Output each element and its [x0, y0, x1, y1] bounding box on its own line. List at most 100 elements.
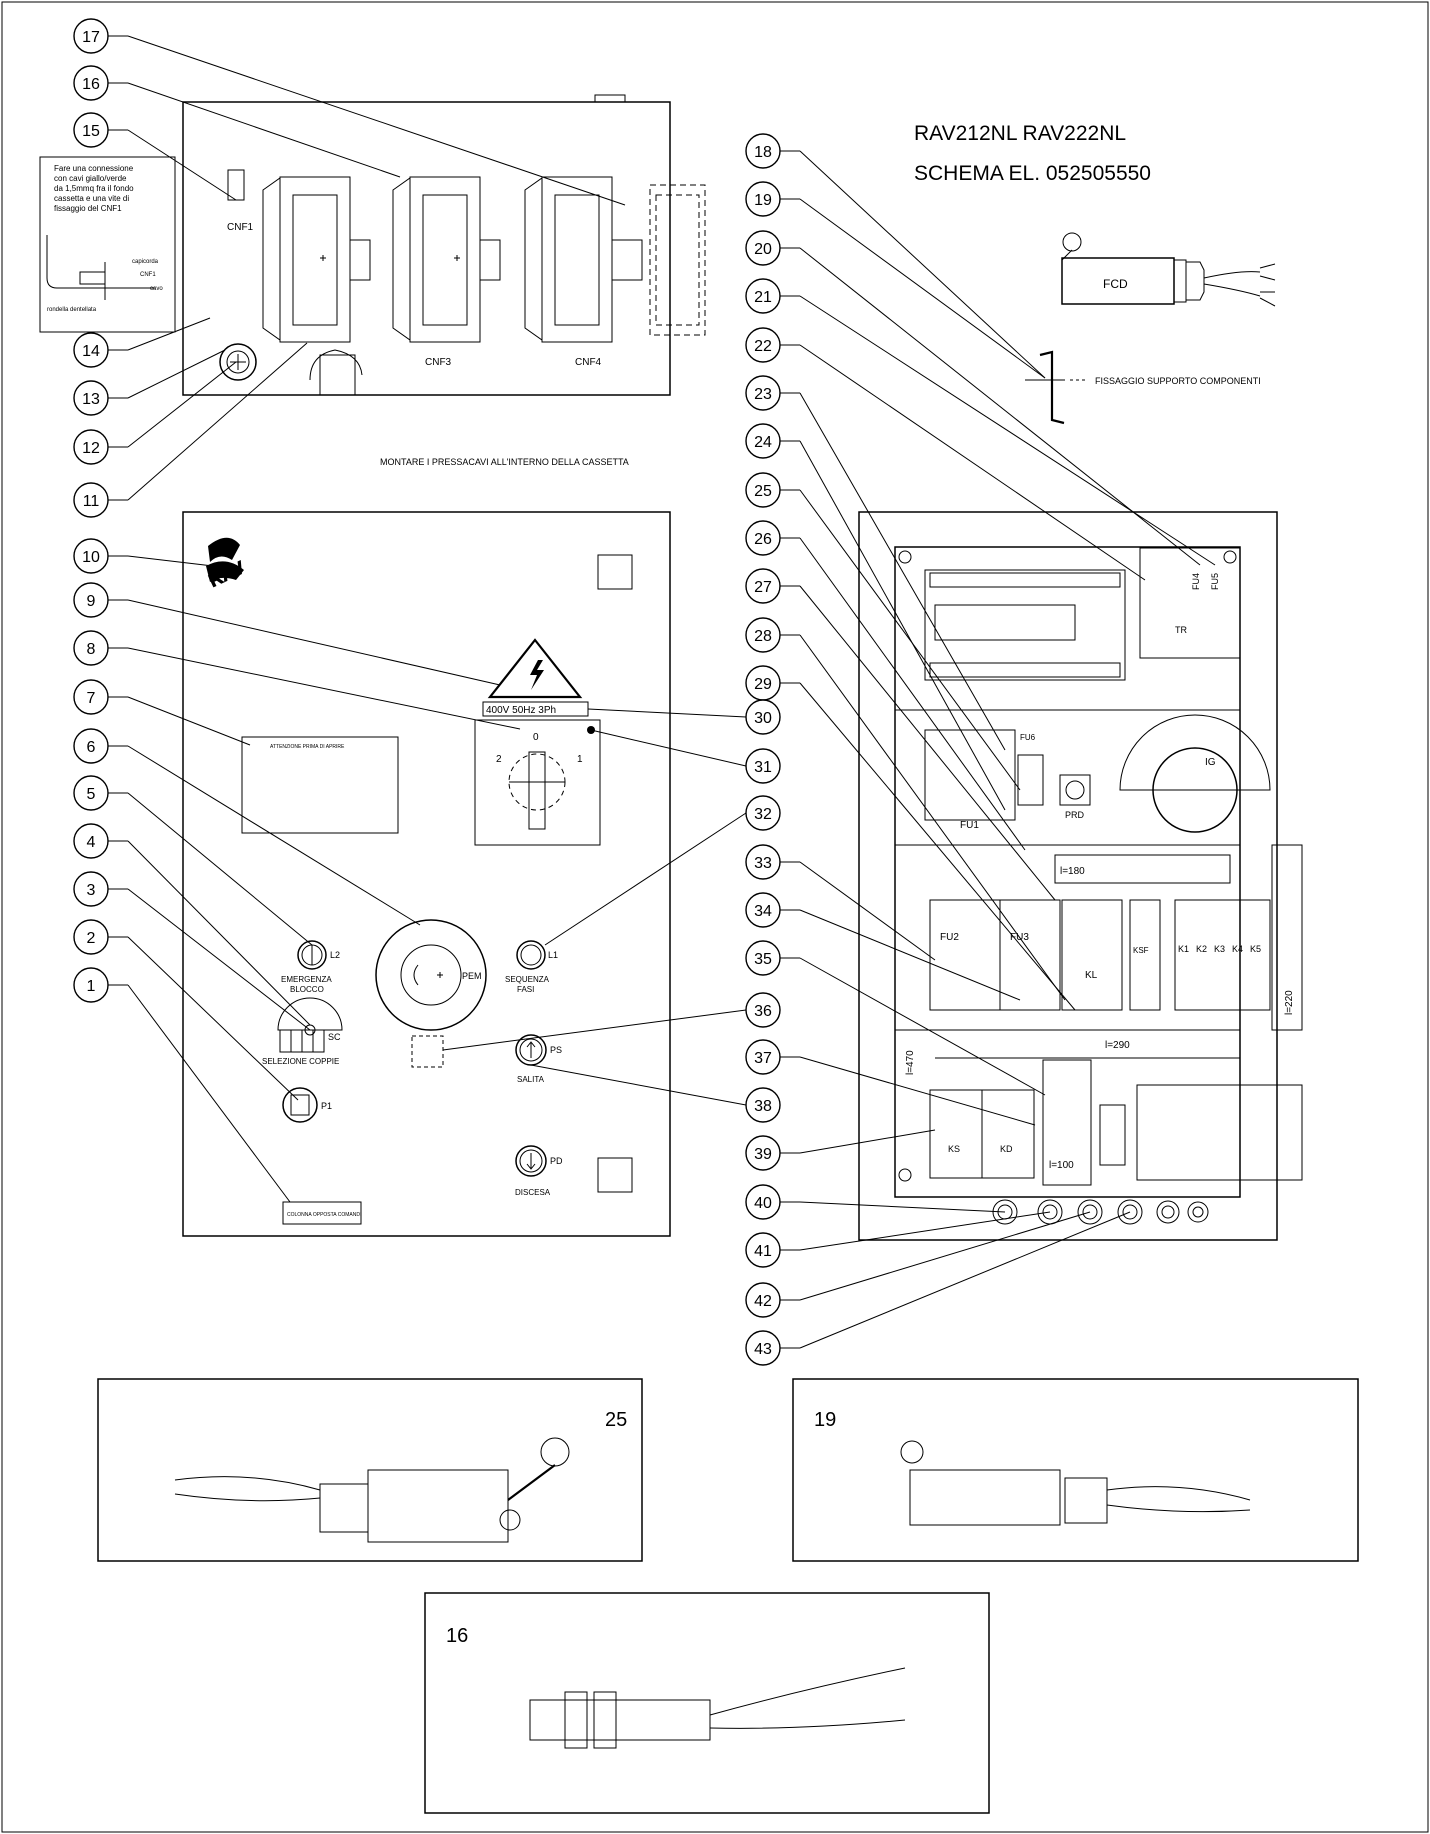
ksf-label: KSF [1133, 946, 1149, 955]
tr-label: TR [1175, 625, 1187, 635]
voltage-label: 400V 50Hz 3Ph [486, 705, 556, 716]
callout-number: 30 [754, 710, 772, 727]
note-line-1: Fare una connessione [54, 164, 134, 173]
transformer [1139, 547, 1241, 659]
l220-label: l=220 [1284, 990, 1295, 1015]
callout-23: 23 [745, 375, 781, 411]
selezione-label: SELEZIONE COPPIE [262, 1057, 339, 1066]
callout-number: 41 [754, 1243, 772, 1260]
callout-number: 36 [754, 1003, 772, 1020]
note-line-5: fissaggio del CNF1 [54, 204, 122, 213]
callout-13: 13 [73, 380, 109, 416]
note-tag-rondella: rondella dentellata [47, 307, 97, 313]
callout-number: 25 [754, 483, 772, 500]
callout-18: 18 [745, 133, 781, 169]
callout-36: 36 [745, 992, 781, 1028]
fuse-fu3 [999, 899, 1061, 1011]
k1-label: K1 [1178, 944, 1189, 954]
cabinet-panel: TR FU4 FU5 FU1 FU6 PRD IG l=180 FU2 FU3 … [858, 511, 1303, 1241]
model-title: RAV212NL RAV222NL [914, 122, 1126, 145]
warning-plate [241, 736, 399, 834]
callout-number: 37 [754, 1050, 772, 1067]
callout-30: 30 [745, 699, 781, 735]
fissaggio-label: FISSAGGIO SUPPORTO COMPONENTI [1095, 376, 1261, 386]
callout-number: 21 [754, 289, 772, 306]
cnf4-label: CNF4 [575, 357, 602, 368]
fu1-label: FU1 [960, 820, 979, 831]
spare-hole [411, 1035, 444, 1068]
callout-5: 5 [73, 775, 109, 811]
main-switch: 0 2 1 [474, 719, 601, 846]
cable-gland [219, 343, 363, 396]
discesa-label: DISCESA [515, 1188, 551, 1197]
fcd-limit-switch: FCD [1061, 232, 1276, 307]
inset-19-number: 19 [814, 1409, 836, 1431]
note-line-4: cassetta e una vite di [54, 194, 129, 203]
main-switch-ig: IG [1119, 714, 1271, 833]
button-p1: P1 [282, 1087, 332, 1123]
callout-number: 20 [754, 241, 772, 258]
callout-number: 4 [87, 834, 96, 851]
callout-number: 33 [754, 855, 772, 872]
schema-title: SCHEMA EL. 052505550 [914, 162, 1151, 185]
callout-number: 3 [87, 882, 96, 899]
callout-20: 20 [745, 230, 781, 266]
gland-row [992, 1199, 1209, 1225]
callout-33: 33 [745, 844, 781, 880]
callout-29: 29 [745, 665, 781, 701]
ig-label: IG [1205, 757, 1216, 768]
callout-number: 10 [82, 549, 100, 566]
callout-32: 32 [745, 795, 781, 831]
inset-16-number: 16 [446, 1625, 468, 1647]
fu6-label: FU6 [1020, 733, 1036, 742]
selector-sc: SC SELEZIONE COPPIE [262, 997, 343, 1066]
fixing-bracket: FISSAGGIO SUPPORTO COMPONENTI [1025, 350, 1261, 425]
terminal-strip [1136, 1084, 1303, 1181]
callout-number: 23 [754, 386, 772, 403]
cnf1-label: CNF1 [227, 222, 254, 233]
callout-number: 15 [82, 123, 100, 140]
p1-label: P1 [321, 1101, 332, 1111]
callout-12: 12 [73, 429, 109, 465]
callout-number: 8 [87, 641, 96, 658]
contactor-kd [981, 1089, 1035, 1179]
callout-number: 18 [754, 144, 772, 161]
callout-15: 15 [73, 112, 109, 148]
callout-24: 24 [745, 423, 781, 459]
callout-27: 27 [745, 568, 781, 604]
callout-bubbles: 1234567891011121314151617181920212223242… [73, 18, 781, 1366]
sequenza-label: SEQUENZA [505, 975, 550, 984]
callout-number: 24 [754, 434, 772, 451]
warning-icon [487, 638, 583, 699]
cnf3-label: CNF3 [425, 357, 452, 368]
callout-number: 6 [87, 739, 96, 756]
k5-label: K5 [1250, 944, 1261, 954]
callout-2: 2 [73, 919, 109, 955]
emergenza-label: EMERGENZA [281, 975, 332, 984]
callout-number: 43 [754, 1341, 772, 1358]
callout-number: 38 [754, 1098, 772, 1115]
callout-number: 1 [87, 978, 96, 995]
callout-number: 12 [82, 440, 100, 457]
callout-number: 32 [754, 806, 772, 823]
callout-35: 35 [745, 940, 781, 976]
l470-label: l=470 [905, 1050, 916, 1075]
blocco-label: BLOCCO [290, 985, 324, 994]
callout-39: 39 [745, 1135, 781, 1171]
callout-17: 17 [73, 18, 109, 54]
callout-number: 5 [87, 786, 96, 803]
callout-number: 26 [754, 531, 772, 548]
cnf4-connector [524, 176, 706, 343]
lamp-l1: L1 SEQUENZA FASI [505, 940, 558, 994]
callout-number: 42 [754, 1293, 772, 1310]
callout-16: 16 [73, 65, 109, 101]
switch-pos-2: 2 [496, 754, 502, 765]
callout-number: 28 [754, 628, 772, 645]
bottom-plate [282, 1201, 362, 1225]
callout-26: 26 [745, 520, 781, 556]
prd-label: PRD [1065, 810, 1085, 820]
callout-14: 14 [73, 332, 109, 368]
callout-38: 38 [745, 1087, 781, 1123]
